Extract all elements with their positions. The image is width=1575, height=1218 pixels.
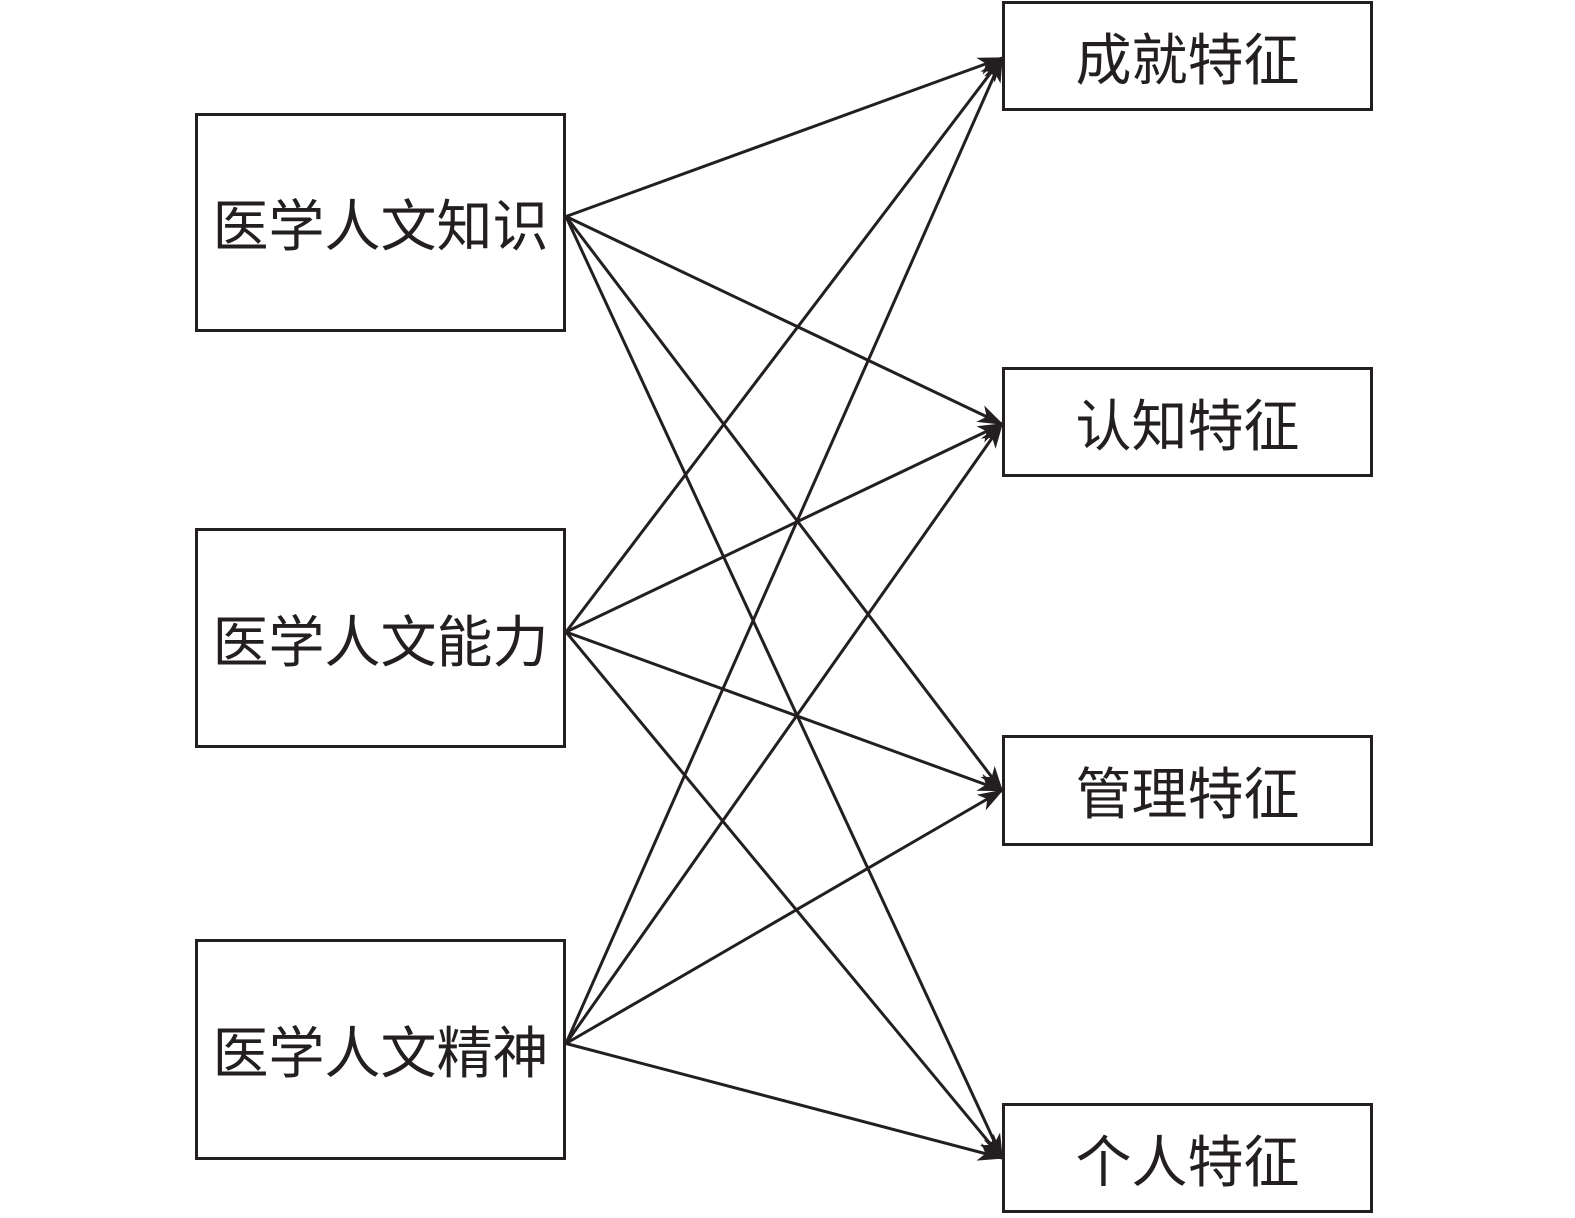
target-node-personal: 个人特征 (1002, 1103, 1373, 1213)
edge-arrow-2-to-3 (565, 1042, 1004, 1161)
source-label: 医学人文能力 (212, 610, 549, 676)
edge-arrow-0-to-0 (565, 56, 1004, 218)
edge-arrow-0-to-2 (564, 215, 1004, 793)
edge-arrow-0-to-3 (564, 215, 1004, 1160)
edge-arrow-1-to-0 (564, 56, 1004, 633)
edge-arrow-2-to-2 (565, 789, 1004, 1045)
edge-arrow-2-to-0 (564, 56, 1004, 1045)
target-node-achievement: 成就特征 (1002, 1, 1373, 111)
source-label: 医学人文知识 (212, 195, 549, 260)
edge-arrow-2-to-1 (564, 422, 1004, 1045)
target-label: 管理特征 (1075, 763, 1300, 828)
target-label: 认知特征 (1075, 394, 1300, 460)
target-label: 成就特征 (1075, 28, 1300, 94)
source-node-humanities-ability: 医学人文能力 (195, 528, 566, 748)
source-node-humanities-knowledge: 医学人文知识 (195, 113, 566, 332)
target-node-management: 管理特征 (1002, 735, 1373, 846)
target-node-cognition: 认知特征 (1002, 367, 1373, 477)
target-label: 个人特征 (1075, 1130, 1300, 1196)
source-node-humanities-spirit: 医学人文精神 (195, 939, 566, 1160)
edge-arrow-1-to-1 (565, 422, 1004, 634)
source-label: 医学人文精神 (212, 1022, 549, 1087)
edge-arrow-1-to-3 (564, 631, 1004, 1160)
edge-arrow-1-to-2 (565, 630, 1004, 792)
edge-arrow-0-to-1 (565, 215, 1004, 426)
